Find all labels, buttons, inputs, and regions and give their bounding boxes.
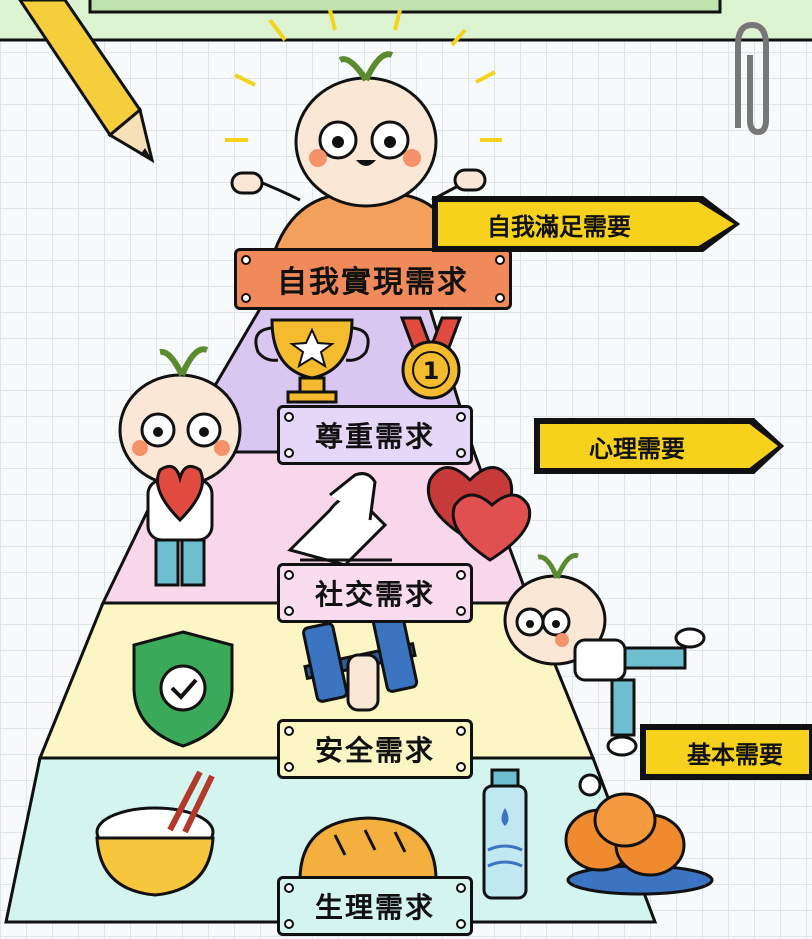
water-bottle-icon	[482, 768, 528, 900]
pencil-icon	[18, 0, 155, 164]
level-label-text: 尊重需求	[314, 420, 435, 453]
level-label-text: 生理需求	[314, 891, 435, 924]
character-top	[225, 9, 502, 252]
character-right	[503, 552, 706, 757]
level-label-safety: 安全需求	[277, 719, 473, 779]
paperclip-icon	[735, 21, 769, 136]
top-banner-inner	[88, 0, 722, 14]
chicken-legs-icon	[564, 773, 714, 896]
category-label: 基本需要	[687, 740, 783, 769]
level-label-text: 社交需求	[314, 578, 435, 611]
level-label-text: 自我實現需求	[277, 265, 469, 300]
medal-icon: 1	[399, 316, 463, 400]
level-label-self-actualization: 自我實現需求	[234, 248, 512, 310]
category-arrow-self-fulfillment: 自我滿足需要	[432, 196, 740, 252]
medal-number: 1	[423, 357, 440, 385]
category-label: 自我滿足需要	[487, 212, 631, 241]
rice-bowl-icon	[95, 770, 215, 897]
category-arrow-psychological: 心理需要	[534, 418, 784, 474]
bread-icon	[298, 816, 438, 882]
level-label-physiological: 生理需求	[277, 876, 473, 936]
level-label-social: 社交需求	[277, 563, 473, 623]
character-left	[118, 346, 242, 587]
hearts-icon	[426, 466, 532, 562]
category-label: 心理需要	[589, 434, 685, 463]
shield-icon	[132, 630, 234, 748]
trophy-icon	[254, 318, 370, 404]
category-arrow-basic: 基本需要	[640, 724, 812, 780]
level-label-esteem: 尊重需求	[277, 405, 473, 465]
level-label-text: 安全需求	[314, 734, 435, 767]
handshake-icon	[287, 472, 392, 567]
